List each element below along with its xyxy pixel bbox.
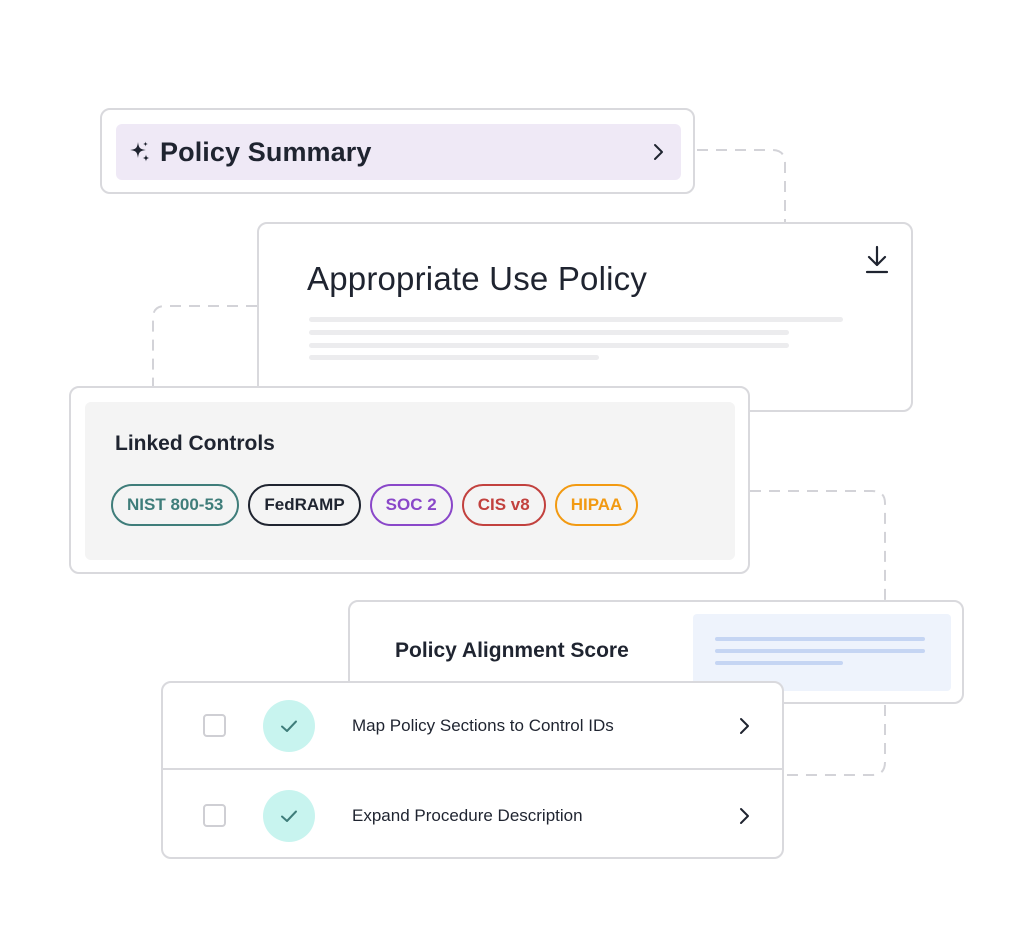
policy-text-placeholder-line	[309, 343, 789, 348]
task-label: Expand Procedure Description	[352, 805, 583, 825]
check-icon	[263, 789, 315, 842]
policy-summary-row[interactable]: Policy Summary	[116, 124, 681, 180]
chevron-right-icon[interactable]	[738, 806, 752, 826]
linked-controls-card: Linked Controls NIST 800-53 FedRAMP SOC …	[69, 386, 750, 574]
alignment-score-title: Policy Alignment Score	[395, 639, 629, 662]
policy-summary-card[interactable]: Policy Summary	[100, 108, 695, 194]
policy-text-placeholder-line	[309, 355, 599, 360]
check-icon	[263, 699, 315, 752]
task-row[interactable]: Map Policy Sections to Control IDs	[163, 683, 782, 770]
policy-text-placeholder-line	[309, 330, 789, 335]
control-tag-soc2[interactable]: SOC 2	[369, 484, 453, 526]
policy-summary-title: Policy Summary	[160, 136, 372, 167]
task-row[interactable]: Expand Procedure Description	[163, 772, 782, 857]
score-placeholder-line	[715, 661, 843, 665]
linked-controls-panel: Linked Controls NIST 800-53 FedRAMP SOC …	[85, 402, 735, 560]
alignment-score-panel	[693, 614, 951, 691]
task-label: Map Policy Sections to Control IDs	[352, 715, 614, 735]
control-tag-fedramp[interactable]: FedRAMP	[248, 484, 361, 526]
policy-document-title: Appropriate Use Policy	[307, 260, 648, 297]
chevron-right-icon[interactable]	[651, 142, 667, 162]
control-tag-list: NIST 800-53 FedRAMP SOC 2 CIS v8 HIPAA	[111, 484, 639, 526]
task-list-card: Map Policy Sections to Control IDs Expan…	[161, 681, 784, 859]
score-placeholder-line	[715, 649, 925, 653]
chevron-right-icon[interactable]	[738, 716, 752, 736]
policy-document-card: Appropriate Use Policy	[257, 222, 913, 412]
task-checkbox[interactable]	[203, 804, 226, 827]
control-tag-nist[interactable]: NIST 800-53	[111, 484, 240, 526]
download-icon[interactable]	[863, 244, 891, 276]
policy-text-placeholder-line	[309, 317, 843, 322]
linked-controls-title: Linked Controls	[115, 432, 275, 455]
task-checkbox[interactable]	[203, 714, 226, 737]
sparkle-icon	[130, 141, 150, 162]
control-tag-hipaa[interactable]: HIPAA	[554, 484, 639, 526]
score-placeholder-line	[715, 637, 925, 641]
control-tag-cis[interactable]: CIS v8	[461, 484, 546, 526]
